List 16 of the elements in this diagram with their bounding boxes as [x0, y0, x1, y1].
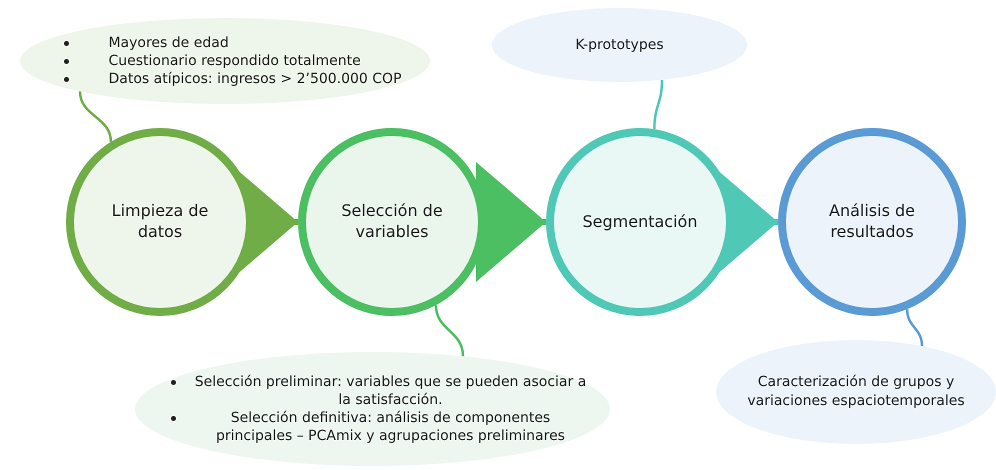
- step-label: Segmentación: [582, 212, 698, 232]
- callout-text: Caracterización de grupos y variaciones espaciotemporales: [746, 373, 966, 411]
- step-label: Limpieza de datos: [110, 201, 210, 243]
- step-label: Análisis de resultados: [828, 201, 916, 243]
- bullet-item: Mayores de edad: [48, 34, 402, 52]
- step-label: Selección de variables: [340, 201, 444, 243]
- leader-line: [653, 80, 664, 130]
- arrow: [476, 162, 546, 282]
- leader-line: [434, 304, 464, 356]
- callout-text: K-prototypes: [575, 36, 664, 54]
- bullet-item: Selección definitiva: análisis de componentes principales – PCAmix y agrupaciones preliminares: [154, 409, 590, 446]
- leader-line: [78, 91, 112, 142]
- leader-line: [906, 309, 924, 346]
- bullet-item: Datos atípicos: ingresos > 2’500.000 COP: [48, 70, 402, 88]
- bullet-item: Cuestionario respondido totalmente: [48, 52, 402, 70]
- bullet-item: Selección preliminar: variables que se pueden asociar a la satisfacción.: [154, 372, 590, 409]
